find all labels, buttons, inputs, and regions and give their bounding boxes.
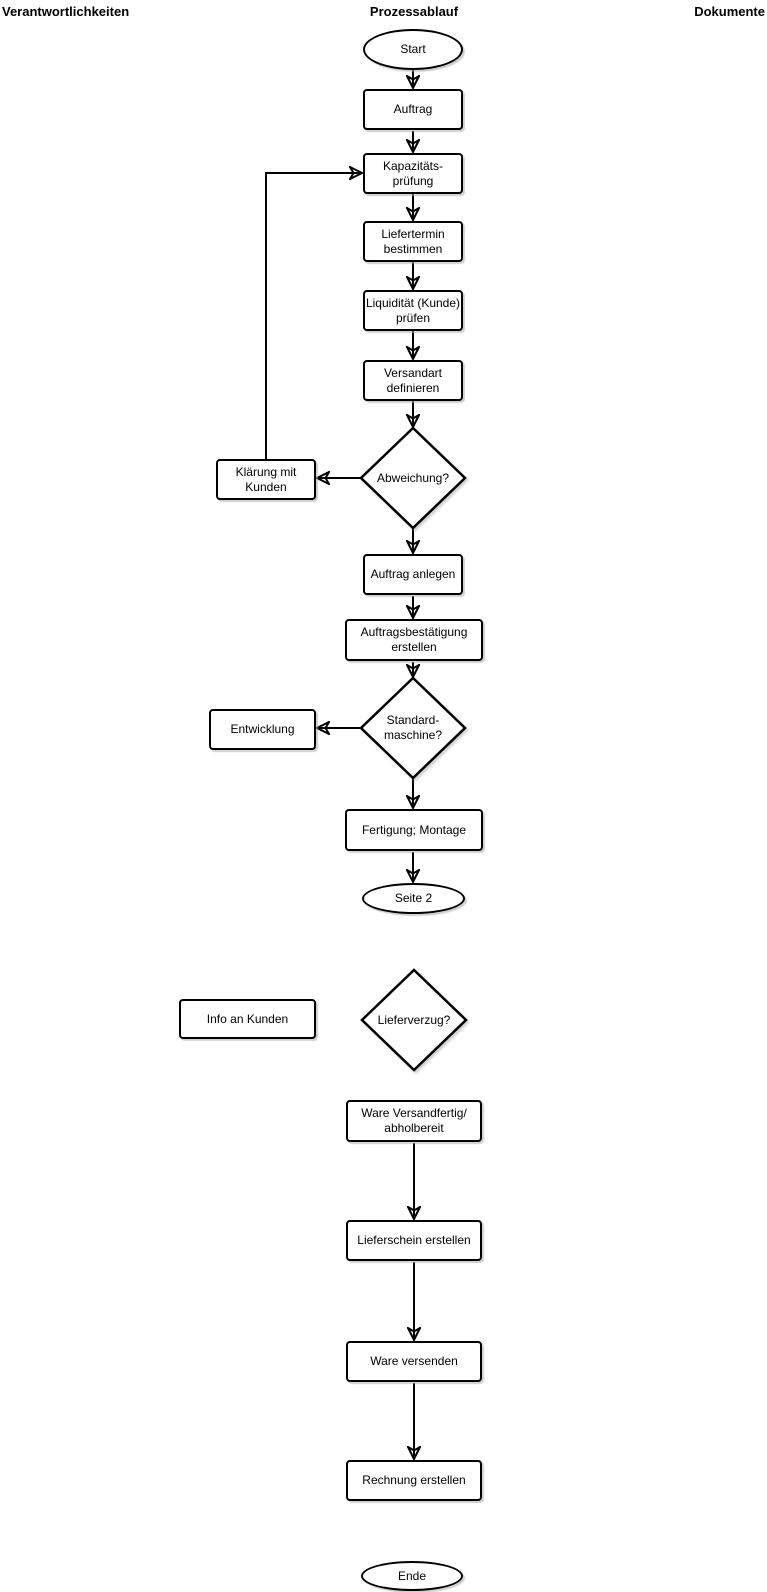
node-fertigung-montage: Fertigung; Montage [345,809,483,851]
decision-lieferverzug-shape [360,968,468,1072]
decision-abweichung-label: Abweichung? [376,470,450,485]
node-info-an-kunden: Info an Kunden [179,999,316,1039]
decision-lieferverzug-label: Lieferverzug? [377,1012,451,1027]
node-auftrag: Auftrag [363,89,463,130]
node-liquiditaet-pruefen: Liquidität (Kunde) prüfen [363,290,463,331]
node-start: Start [363,29,463,70]
column-header-process: Prozessablauf [369,4,459,19]
column-header-responsibilities: Verantwortlichkeiten [2,4,130,19]
node-kapazitaetspruefung: Kapazitäts- prüfung [363,153,463,194]
node-rechnung-erstellen: Rechnung erstellen [346,1460,482,1501]
node-lieferschein-erstellen: Lieferschein erstellen [346,1220,482,1261]
node-seite-2: Seite 2 [362,883,465,914]
decision-abweichung-shape [359,426,467,530]
column-header-documents: Dokumente [694,4,765,19]
arrow-klaerung-to-kapazitaetspruefung-loop [265,173,360,459]
node-liefertermin-bestimmen: Liefertermin bestimmen [363,221,463,262]
node-auftrag-anlegen: Auftrag anlegen [363,554,463,595]
node-ware-versenden: Ware versenden [346,1341,482,1382]
node-klaerung-mit-kunden: Klärung mit Kunden [216,459,316,500]
node-auftragsbestaetigung-erstellen: Auftragsbestätigung erstellen [345,619,483,661]
node-ende: Ende [361,1561,463,1591]
node-ware-versandfertig: Ware Versandfertig/ abholbereit [346,1100,482,1142]
decision-standardmaschine-label: Standard- maschine? [383,713,443,742]
decision-standardmaschine-shape [359,676,467,780]
node-versandart-definieren: Versandart definieren [363,360,463,401]
node-entwicklung: Entwicklung [209,709,316,750]
